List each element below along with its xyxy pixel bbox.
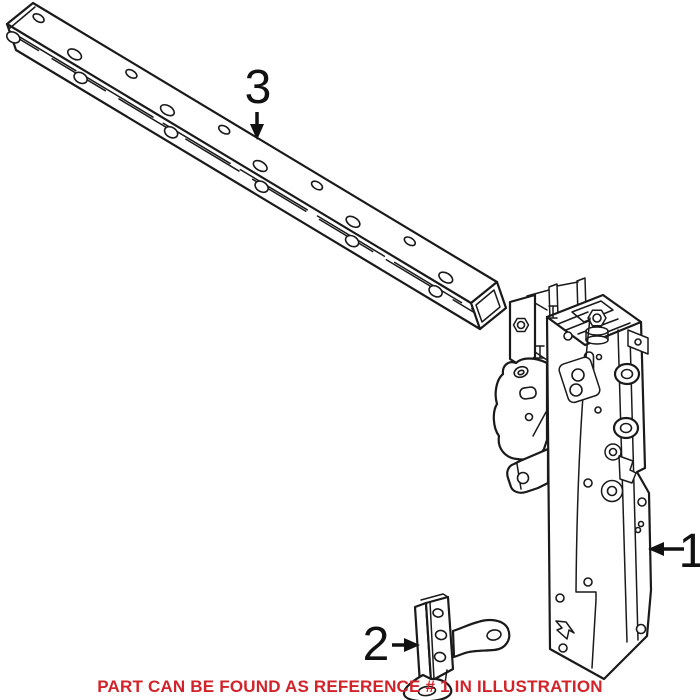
rail-top-holes <box>32 12 454 284</box>
bracket-stamp-mark <box>555 620 575 640</box>
small-bracket-foot <box>402 673 453 700</box>
bracket-lower-arm <box>506 447 550 494</box>
reference-note: PART CAN BE FOUND AS REFERENCE # 1 IN IL… <box>97 677 603 696</box>
bracket-holes <box>555 331 647 653</box>
part-1-bracket-illustration <box>492 277 653 681</box>
bracket-left-lobe <box>492 357 549 461</box>
rail-open-end-edges <box>469 280 499 331</box>
rail-front-holes <box>5 30 443 298</box>
callout-1: 1 <box>648 525 700 578</box>
bracket-top-face <box>545 300 643 347</box>
callout-2: 2 <box>363 618 420 671</box>
bracket-weld-marks <box>535 305 558 359</box>
bracket-hole-plate <box>558 356 601 404</box>
bracket-top-right-tab <box>627 329 649 355</box>
part-3-rail-illustration <box>5 1 508 331</box>
bracket-washer-rings <box>600 443 637 503</box>
small-bracket-holes <box>432 608 448 663</box>
bracket-top-bolt <box>585 309 609 345</box>
bracket-bumpers <box>612 362 641 440</box>
callout-3-number: 3 <box>245 61 272 114</box>
callout-2-number: 2 <box>363 618 390 671</box>
part-2-bracket-illustration <box>402 593 511 700</box>
rail-end-cap-line <box>9 6 36 29</box>
rail-front-top-edge <box>5 22 473 305</box>
small-bracket-arm <box>451 618 511 659</box>
bracket-rear-flange <box>508 289 550 369</box>
bracket-inner-contour <box>575 317 597 669</box>
rail-open-end-inner <box>475 289 501 323</box>
callout-3: 3 <box>245 61 272 140</box>
callout-1-number: 1 <box>679 525 700 578</box>
